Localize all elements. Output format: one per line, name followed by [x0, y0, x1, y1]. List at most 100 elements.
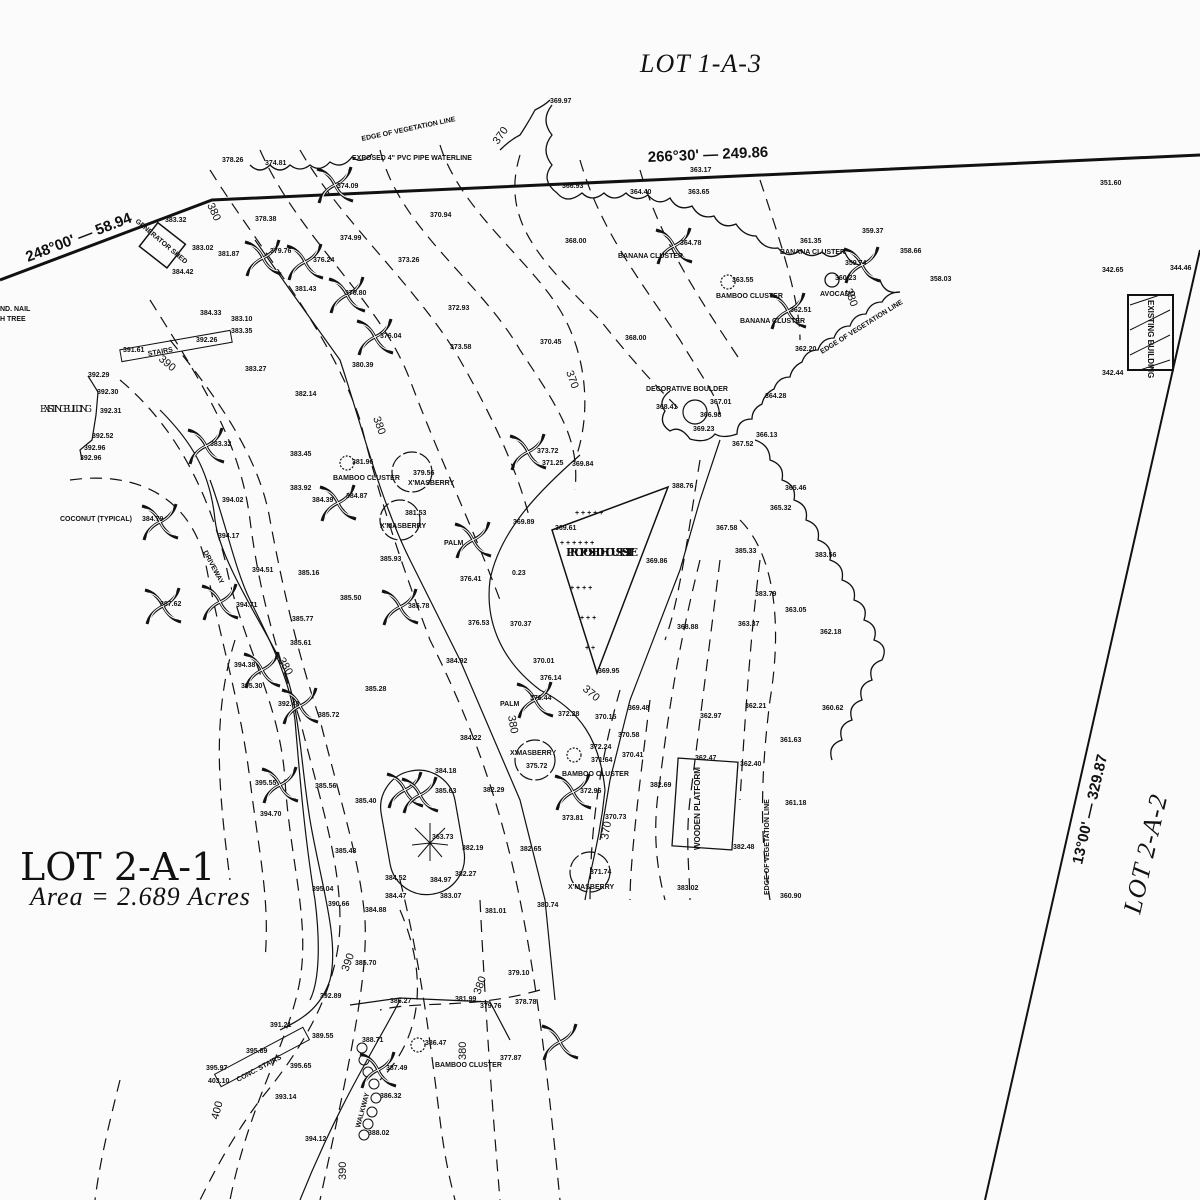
contour-label: 390 — [156, 353, 178, 374]
spot-elevation: 383.02 — [192, 245, 214, 252]
contour-label: 390 — [340, 952, 358, 973]
spot-elevation: 363.37 — [738, 621, 760, 628]
stairs-label: STAIRS — [147, 347, 173, 358]
spot-elevation: 370.58 — [618, 732, 640, 739]
spot-elevation: 362.51 — [790, 307, 812, 314]
spot-elevation: 382.69 — [650, 782, 672, 789]
wooden-platform — [671, 757, 739, 851]
contour-label: 380 — [842, 287, 860, 308]
spot-elevation: 383.92 — [290, 485, 312, 492]
xmasberry-icon — [379, 499, 421, 541]
spot-elevation: 384.52 — [385, 875, 407, 882]
svg-text:+ + + + +: + + + + + — [575, 510, 603, 517]
spot-elevation: 384.18 — [435, 768, 457, 775]
spot-elevation: 362.18 — [820, 629, 842, 636]
spot-elevation: 395.30 — [241, 683, 263, 690]
spot-elevation: 367.52 — [732, 441, 754, 448]
spot-elevation: 361.18 — [785, 800, 807, 807]
spot-elevation: 365.46 — [785, 485, 807, 492]
lot-label-east: LOT 2-A-2 — [1117, 791, 1173, 917]
spot-elevation: 383.02 — [677, 885, 699, 892]
sago-palm-icon — [411, 823, 449, 861]
spot-elevation: 381.01 — [485, 908, 507, 915]
spot-elevation: 370.41 — [622, 752, 644, 759]
spot-elevation: 384.79 — [142, 516, 164, 523]
spot-elevation: 395.55 — [255, 780, 277, 787]
bamboo-cluster-label: BAMBOO CLUSTER — [435, 1062, 502, 1069]
spot-elevation: 392.26 — [196, 337, 218, 344]
spot-elevation: 368.00 — [625, 335, 647, 342]
spot-elevation: 385.63 — [435, 788, 457, 795]
planting-bed — [380, 769, 466, 896]
coconut-label: COCONUT (TYPICAL) — [60, 516, 132, 523]
spot-elevation: 392.96 — [80, 455, 102, 462]
spot-elevation: 385.43 — [335, 848, 357, 855]
contour-label: 380 — [204, 201, 223, 223]
fd-nail-label: H TREE — [0, 316, 26, 323]
spot-elevation: 387.49 — [386, 1065, 408, 1072]
spot-elevation: 358.03 — [930, 276, 952, 283]
spot-elevation: 394.38 — [234, 662, 256, 669]
spot-elevation: 364.40 — [630, 189, 652, 196]
spot-elevation: 366.98 — [700, 412, 722, 419]
edge-of-vegetation-east-label: EDGE OF VEGETATION LINE — [764, 799, 771, 895]
spot-elevation: 362.47 — [695, 755, 717, 762]
spot-elevation: 385.72 — [318, 712, 340, 719]
spot-elevation: 373.58 — [450, 344, 472, 351]
spot-elevation: 373.81 — [562, 815, 584, 822]
spot-elevation: 392.96 — [84, 445, 106, 452]
contour-label: 370 — [599, 820, 614, 840]
spot-elevation: 379.76 — [270, 248, 292, 255]
svg-text:+ + +: + + + — [580, 615, 596, 622]
spot-elevation: 376.44 — [530, 695, 552, 702]
spot-elevation: 376.24 — [313, 257, 335, 264]
spot-elevation: 376.53 — [468, 620, 490, 627]
spot-elevation: 372.96 — [580, 788, 602, 795]
spot-elevation: 386.47 — [425, 1040, 447, 1047]
stairs — [119, 329, 233, 363]
spot-elevation: 385.50 — [340, 595, 362, 602]
spot-elevation: 369.89 — [513, 519, 535, 526]
fd-nail-label: ND. NAIL — [0, 306, 31, 313]
spot-elevation: 342.65 — [1102, 267, 1124, 274]
spot-elevation: 364.28 — [765, 393, 787, 400]
lot-label-north: LOT 1-A-3 — [639, 49, 762, 78]
spot-elevation: 386.27 — [390, 998, 412, 1005]
spot-elevation: 360.62 — [822, 705, 844, 712]
proposed-house-site-label: PROPOSED HOUSE SITE — [566, 546, 638, 559]
edge-of-vegetation-north-label: EDGE OF VEGETATION LINE — [361, 116, 456, 143]
generator-shed — [138, 221, 187, 269]
contour-label: 380 — [370, 415, 388, 436]
spot-elevation: 373.26 — [398, 257, 420, 264]
spot-elevation: 370.73 — [605, 814, 627, 821]
property-boundary-north — [0, 153, 1200, 282]
spot-elevation: 378.26 — [222, 157, 244, 164]
palm-label: PALM — [444, 540, 463, 547]
spot-elevation: 363.65 — [688, 189, 710, 196]
spot-elevation: 394.51 — [252, 567, 274, 574]
decorative-boulder-label: DECORATIVE BOULDER — [646, 386, 728, 393]
spot-elevation: 370.45 — [540, 339, 562, 346]
spot-elevation: 392.52 — [92, 433, 114, 440]
spot-elevation: 369.95 — [598, 668, 620, 675]
spot-elevation: 371.25 — [542, 460, 564, 467]
spot-elevation: 376.41 — [460, 576, 482, 583]
spot-elevation: 379.56 — [413, 470, 435, 477]
contour-label: 380 — [457, 1042, 469, 1060]
spot-elevation: 392.89 — [320, 993, 342, 1000]
spot-elevation: 385.61 — [290, 640, 312, 647]
spot-elevation: 369.48 — [628, 705, 650, 712]
spot-elevation: 392.48 — [278, 701, 300, 708]
spot-elevation: 358.66 — [900, 248, 922, 255]
spot-elevation: 394.70 — [260, 811, 282, 818]
spot-elevation: 380.39 — [352, 362, 374, 369]
banana-cluster-label: BANANA CLUSTER — [618, 253, 683, 260]
spot-elevation: 370.01 — [533, 658, 555, 665]
spot-elevation: 368.88 — [677, 624, 699, 631]
spot-elevation: 381.96 — [352, 459, 374, 466]
spot-elevation: 395.89 — [246, 1048, 268, 1055]
edge-of-vegetation-ne-label: EDGE OF VEGETATION LINE — [819, 299, 904, 356]
spot-elevation: 367.01 — [710, 399, 732, 406]
spot-elevation: 368.00 — [565, 238, 587, 245]
